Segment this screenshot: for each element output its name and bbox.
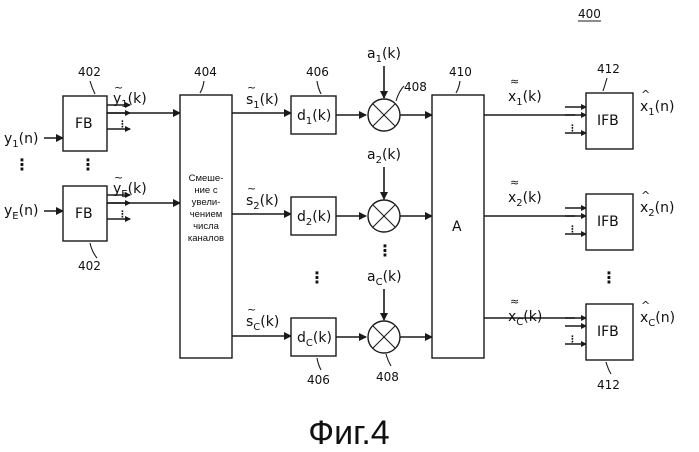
ifb-block-C-label: IFB — [597, 324, 619, 340]
gain-a2-label: a2(k) — [367, 147, 401, 166]
ifb-block-2-label: IFB — [597, 214, 619, 230]
input-yE-label: yE(n) — [4, 203, 38, 222]
svg-text:≈: ≈ — [510, 295, 519, 308]
svg-text:числа: числа — [193, 221, 220, 232]
sC-label: ~ sC(k) — [246, 303, 279, 333]
svg-text:x2(n): x2(n) — [640, 200, 674, 219]
inputs-ellipsis: ⋮ — [14, 155, 30, 174]
svg-text:≈: ≈ — [510, 176, 519, 189]
svg-text:aC(k): aC(k) — [367, 269, 402, 288]
gain-aC-label: aC(k) — [367, 269, 402, 288]
input-y1-label: y1(n) — [4, 131, 38, 150]
x1k-label: ≈ x1(k) — [508, 75, 542, 108]
upmix-ref-leader — [200, 81, 204, 93]
mixer-ref-top: 408 — [404, 80, 427, 94]
s2-label: ~ s2(k) — [246, 182, 279, 212]
output-x1-label: ^ x1(n) — [640, 88, 674, 118]
svg-text:увели-: увели- — [192, 197, 221, 208]
svg-text:yE(k): yE(k) — [113, 181, 147, 200]
svg-text:ние с: ние с — [194, 185, 217, 196]
mixer-ref-bottom: 408 — [376, 370, 399, 384]
matrix-A-label: A — [452, 219, 462, 235]
mixer-C — [368, 321, 400, 353]
fb-ref-top: 402 — [78, 65, 101, 79]
ifb-ref-top-leader — [603, 78, 607, 91]
svg-text:a1(k): a1(k) — [367, 46, 401, 65]
svg-text:s2(k): s2(k) — [246, 193, 279, 212]
svg-text:x1(n): x1(n) — [640, 99, 674, 118]
ifb-ellipsis: ⋮ — [601, 268, 617, 287]
ifbC-inputs: ⋮ — [565, 318, 586, 345]
mixer-1 — [368, 99, 400, 131]
figure-caption: Фиг.4 — [308, 414, 389, 452]
ifb-ref-top: 412 — [597, 62, 620, 76]
ifb-block-1-label: IFB — [597, 113, 619, 129]
fb1-outputs: ⋮ — [107, 105, 180, 130]
mixer-2 — [368, 200, 400, 232]
fb-ref-bottom: 402 — [78, 259, 101, 273]
output-x2-label: ^ x2(n) — [640, 189, 674, 219]
upmix-ref: 404 — [194, 65, 217, 79]
svg-text:Смеше-: Смеше- — [189, 173, 224, 184]
matrix-ref-leader — [456, 81, 460, 93]
x2k-label: ≈ x2(k) — [508, 176, 542, 209]
svg-text:x1(k): x1(k) — [508, 89, 542, 108]
ifb-ref-bottom-leader — [606, 362, 611, 374]
svg-text:400: 400 — [578, 7, 601, 21]
svg-text:yE(n): yE(n) — [4, 203, 38, 222]
svg-text:y1(n): y1(n) — [4, 131, 38, 150]
mixer-ref-top-leader — [396, 86, 404, 101]
mixer-ellipsis: ⋮ — [377, 241, 393, 260]
delay-ref-top-leader — [317, 81, 321, 94]
gain-a1-label: a1(k) — [367, 46, 401, 65]
fb1-output-label: ~ y1(k) — [113, 81, 147, 110]
figure-number: 400 — [578, 7, 601, 21]
ifb2-inputs: ⋮ — [565, 208, 586, 235]
ifb-ref-bottom: 412 — [597, 378, 620, 392]
svg-text:≈: ≈ — [510, 75, 519, 88]
delay-ref-top: 406 — [306, 65, 329, 79]
svg-text:s1(k): s1(k) — [246, 92, 279, 111]
matrix-ref: 410 — [449, 65, 472, 79]
svg-text:sC(k): sC(k) — [246, 314, 279, 333]
svg-text:xC(k): xC(k) — [508, 309, 542, 328]
delay-ellipsis: ⋮ — [309, 268, 325, 287]
svg-text:каналов: каналов — [188, 233, 224, 244]
fb-block-1-label: FB — [75, 116, 93, 132]
output-xC-label: ^ xC(n) — [640, 299, 675, 329]
delay-ref-bottom: 406 — [307, 373, 330, 387]
fb-ref-top-leader — [90, 81, 95, 94]
mixer-ref-bottom-leader — [386, 354, 391, 366]
fb-ellipsis: ⋮ — [80, 155, 96, 174]
upmix-text: Смеше- ние с увели- чением числа каналов — [188, 173, 224, 244]
xCk-label: ≈ xC(k) — [508, 295, 542, 328]
delay-ref-bottom-leader — [317, 358, 321, 370]
s1-label: ~ s1(k) — [246, 81, 279, 111]
svg-text:a2(k): a2(k) — [367, 147, 401, 166]
svg-text:чением: чением — [190, 209, 223, 220]
fbE-output-label: ~ yE(k) — [113, 171, 147, 200]
svg-text:x2(k): x2(k) — [508, 190, 542, 209]
svg-text:xC(n): xC(n) — [640, 310, 675, 329]
fb-block-E-label: FB — [75, 206, 93, 222]
ifb1-inputs: ⋮ — [565, 107, 586, 134]
fbE-outputs: ⋮ — [107, 195, 180, 220]
fb-ref-bottom-leader — [90, 243, 97, 258]
svg-text:y1(k): y1(k) — [113, 91, 147, 110]
